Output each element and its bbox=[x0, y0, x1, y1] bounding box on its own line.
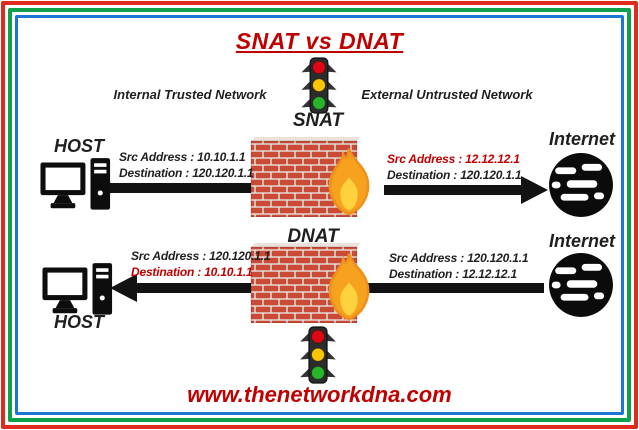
snat-outbound-dst-label: Destination : 120.120.1.1 bbox=[119, 166, 254, 180]
dnat-label: DNAT bbox=[287, 226, 339, 247]
snat-internet-label: Internet bbox=[548, 129, 615, 149]
flame-icon bbox=[328, 253, 370, 321]
traffic-light-icon bbox=[301, 57, 337, 114]
internet-globe-icon bbox=[549, 253, 613, 317]
snat-translated-dst-label: Destination : 120.120.1.1 bbox=[387, 168, 522, 182]
desktop-computer-icon bbox=[40, 158, 111, 210]
desktop-computer-icon bbox=[42, 263, 113, 315]
traffic-light-icon bbox=[300, 326, 336, 384]
dnat-host-label: HOST bbox=[53, 312, 104, 332]
dnat-host-arrowhead bbox=[110, 274, 137, 302]
page-title: SNAT vs DNAT bbox=[235, 28, 404, 54]
dnat-translated-dst-label: Destination : 10.10.1.1 bbox=[131, 265, 253, 279]
dnat-internet-label: Internet bbox=[548, 231, 615, 251]
dnat-inbound-src-label: Src Address : 120.120.1.1 bbox=[389, 251, 529, 265]
snat-translated-src-label: Src Address : 12.12.12.1 bbox=[387, 152, 520, 166]
dnat-internet-connector-line bbox=[368, 283, 544, 293]
internal-network-label: Internal Trusted Network bbox=[113, 87, 267, 102]
dnat-translated-src-label: Src Address : 120.120.1.1 bbox=[131, 249, 271, 263]
dnat-host-arrow-line bbox=[135, 283, 253, 293]
external-network-label: External Untrusted Network bbox=[361, 87, 533, 102]
website-label: www.thenetworkdna.com bbox=[187, 382, 452, 407]
snat-outbound-src-label: Src Address : 10.10.1.1 bbox=[119, 150, 246, 164]
flame-icon bbox=[328, 148, 370, 216]
snat-internet-arrowhead bbox=[521, 176, 548, 204]
snat-host-connector-line bbox=[110, 183, 252, 193]
dnat-inbound-dst-label: Destination : 12.12.12.1 bbox=[389, 267, 517, 281]
snat-label: SNAT bbox=[292, 110, 344, 131]
snat-host-label: HOST bbox=[53, 136, 104, 156]
snat-internet-arrow-line bbox=[384, 185, 522, 195]
internet-globe-icon bbox=[549, 153, 613, 217]
